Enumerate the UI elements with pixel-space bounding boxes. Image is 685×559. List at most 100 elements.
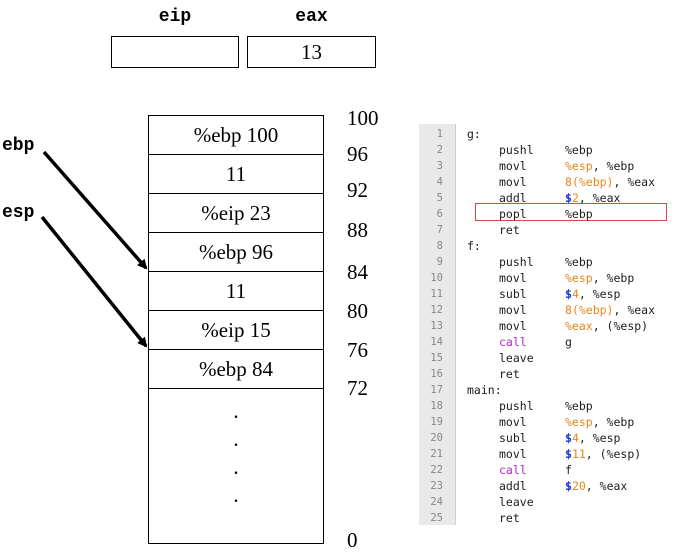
code-label: main: — [467, 383, 502, 397]
code-operands: f — [565, 462, 572, 478]
operand-token: %ebp — [565, 207, 593, 221]
code-operands: $4, %esp — [565, 286, 620, 302]
operand-token: , %eax — [585, 479, 628, 493]
code-mnemonic: call — [499, 335, 527, 349]
eip-register-box — [111, 36, 239, 68]
line-number: 25 — [430, 512, 443, 524]
line-number: 10 — [430, 272, 443, 284]
code-mnemonic: subl — [499, 431, 527, 445]
stack-cell: %ebp 96 — [149, 233, 323, 272]
address-label: 100 — [347, 106, 379, 130]
operand-token: %eax — [565, 319, 593, 333]
operand-token: %ebp — [565, 399, 593, 413]
ebp-arrow — [42, 150, 148, 270]
address-label: 76 — [347, 338, 368, 362]
code-operands: %esp, %ebp — [565, 158, 634, 174]
operand-token: 8 — [565, 175, 572, 189]
operand-token: , %esp — [578, 431, 621, 445]
ellipsis-dot: . — [233, 398, 239, 423]
address-label: 0 — [347, 528, 358, 552]
code-mnemonic: movl — [499, 415, 527, 429]
operand-token: $ — [565, 287, 572, 301]
stack: %ebp 100 11 %eip 23 %ebp 96 11 %eip 15 %… — [148, 115, 324, 544]
code-mnemonic: addl — [499, 191, 527, 205]
line-number: 19 — [430, 416, 443, 428]
ellipsis-dot: . — [233, 454, 239, 479]
operand-token: %esp — [565, 415, 593, 429]
code-operands: 8(%ebp), %eax — [565, 174, 655, 190]
operand-token: (%ebp) — [571, 175, 614, 189]
operand-token: , %esp — [578, 287, 621, 301]
operand-token: (%ebp) — [571, 303, 614, 317]
line-number: 16 — [430, 368, 443, 380]
line-number: 12 — [430, 304, 443, 316]
line-number: 9 — [436, 256, 443, 268]
esp-arrow — [40, 215, 148, 348]
code-mnemonic: subl — [499, 287, 527, 301]
operand-token: , %ebp — [592, 415, 635, 429]
code-operands: g — [565, 334, 572, 350]
address-label: 88 — [347, 218, 368, 242]
line-number: 23 — [430, 480, 443, 492]
operand-token: 8 — [565, 303, 572, 317]
line-number: 6 — [436, 208, 443, 220]
eax-register-box: 13 — [247, 36, 376, 68]
stack-cell: %eip 15 — [149, 311, 323, 350]
operand-token: g — [565, 335, 572, 349]
code-mnemonic: movl — [499, 319, 527, 333]
line-number: 2 — [436, 144, 443, 156]
line-number: 5 — [436, 192, 443, 204]
operand-token: , %eax — [578, 191, 621, 205]
operand-token: %esp — [565, 271, 593, 285]
operand-token: $ — [565, 431, 572, 445]
operand-token: , %eax — [613, 175, 656, 189]
code-mnemonic: pushl — [499, 255, 534, 269]
operand-token: %ebp — [565, 143, 593, 157]
line-number: 3 — [436, 160, 443, 172]
line-number: 18 — [430, 400, 443, 412]
code-operands: $11, (%esp) — [565, 446, 641, 462]
code-operands: $20, %eax — [565, 478, 627, 494]
line-number: 15 — [430, 352, 443, 364]
ellipsis-dot: . — [233, 482, 239, 507]
stack-cell: %ebp 100 — [149, 116, 323, 155]
operand-token: 20 — [571, 479, 586, 493]
code-operands: $4, %esp — [565, 430, 620, 446]
line-number: 22 — [430, 464, 443, 476]
line-number: 24 — [430, 496, 443, 508]
stack-cell: 11 — [149, 272, 323, 311]
esp-pointer-label: esp — [2, 203, 35, 223]
eax-register-label: eax — [295, 7, 328, 27]
code-operands: 8(%ebp), %eax — [565, 302, 655, 318]
line-number: 11 — [430, 288, 443, 300]
code-mnemonic: pushl — [499, 399, 534, 413]
line-number: 1 — [436, 128, 443, 140]
operand-token: 2 — [571, 191, 579, 205]
code-mnemonic: leave — [499, 495, 534, 509]
code-mnemonic: movl — [499, 159, 527, 173]
operand-token: 11 — [571, 447, 586, 461]
line-number: 20 — [430, 432, 443, 444]
code-mnemonic: ret — [499, 511, 520, 525]
operand-token: $ — [565, 447, 572, 461]
stack-cell: 11 — [149, 155, 323, 194]
address-label: 80 — [347, 299, 368, 323]
code-operands: $2, %eax — [565, 190, 620, 206]
line-number: 7 — [436, 224, 443, 236]
operand-token: %ebp — [565, 255, 593, 269]
address-label: 72 — [347, 376, 368, 400]
address-label: 84 — [347, 260, 368, 284]
line-number: 13 — [430, 320, 443, 332]
address-label: 96 — [347, 142, 368, 166]
operand-token: , %ebp — [592, 159, 635, 173]
line-number: 17 — [430, 384, 443, 396]
code-mnemonic: ret — [499, 223, 520, 237]
code-mnemonic: movl — [499, 271, 527, 285]
operand-token: , %eax — [613, 303, 656, 317]
line-number: 14 — [430, 336, 443, 348]
code-mnemonic: addl — [499, 479, 527, 493]
code-operands: %ebp — [565, 206, 593, 222]
